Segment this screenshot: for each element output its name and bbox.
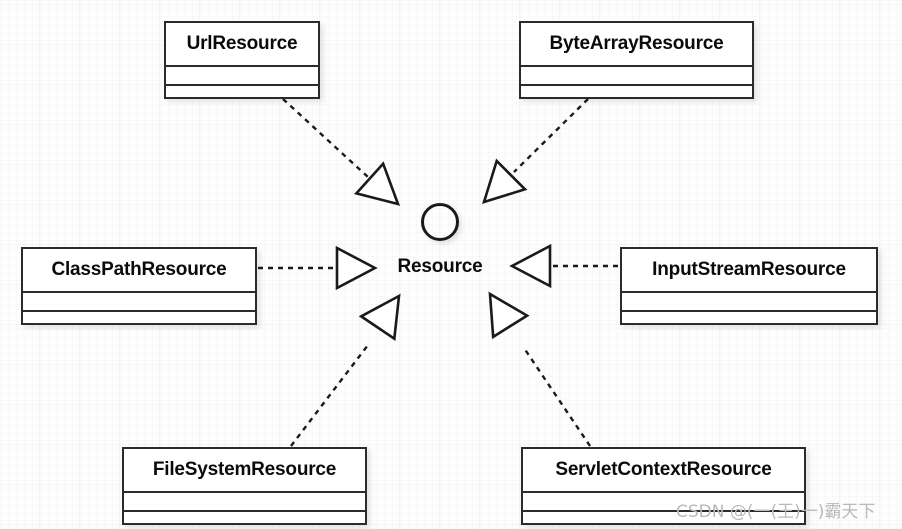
edge-byte-array-resource <box>482 98 589 204</box>
edge-url-resource-arrowhead-icon <box>353 161 401 206</box>
class-name-url-resource: UrlResource <box>186 33 298 54</box>
class-attributes-byte-array-resource <box>521 65 752 84</box>
class-box-byte-array-resource[interactable]: ByteArrayResource <box>519 21 754 99</box>
class-box-input-stream-resource[interactable]: InputStreamResource <box>620 247 878 325</box>
resource-interface-label: Resource <box>397 256 483 277</box>
edge-byte-array-resource-arrowhead-icon <box>482 158 528 204</box>
edge-byte-array-resource-line <box>513 98 589 173</box>
class-operations-servlet-context-resource <box>523 510 804 529</box>
class-operations-byte-array-resource <box>521 84 752 103</box>
edge-file-system-resource-arrowhead-icon <box>358 293 401 341</box>
class-box-file-system-resource[interactable]: FileSystemResource <box>122 447 367 525</box>
class-attributes-file-system-resource <box>124 491 365 510</box>
edge-servlet-context-resource-line <box>523 347 591 447</box>
edge-file-system-resource-line <box>290 344 369 447</box>
edge-file-system-resource <box>290 293 401 447</box>
class-operations-input-stream-resource <box>622 310 876 329</box>
resource-interface-circle-icon <box>421 203 459 241</box>
class-box-servlet-context-resource[interactable]: ServletContextResource <box>521 447 806 525</box>
class-attributes-servlet-context-resource <box>523 491 804 510</box>
class-name-servlet-context-resource: ServletContextResource <box>555 459 772 480</box>
class-name-class-path-resource: ClassPathResource <box>51 259 227 280</box>
class-attributes-url-resource <box>166 65 318 84</box>
class-box-class-path-resource[interactable]: ClassPathResource <box>21 247 257 325</box>
class-box-url-resource[interactable]: UrlResource <box>164 21 320 99</box>
class-attributes-class-path-resource <box>23 291 255 310</box>
class-operations-url-resource <box>166 84 318 103</box>
class-name-file-system-resource: FileSystemResource <box>152 459 337 480</box>
edge-servlet-context-resource <box>488 291 591 447</box>
class-operations-file-system-resource <box>124 510 365 529</box>
edge-servlet-context-resource-arrowhead-icon <box>488 291 530 340</box>
csdn-watermark: CSDN @(一(王)一)霸天下 <box>676 502 876 522</box>
class-name-byte-array-resource: ByteArrayResource <box>549 33 724 54</box>
class-attributes-input-stream-resource <box>622 291 876 310</box>
edge-url-resource <box>282 98 401 206</box>
class-name-input-stream-resource: InputStreamResource <box>652 259 846 280</box>
class-operations-class-path-resource <box>23 310 255 329</box>
edge-url-resource-line <box>282 98 370 179</box>
